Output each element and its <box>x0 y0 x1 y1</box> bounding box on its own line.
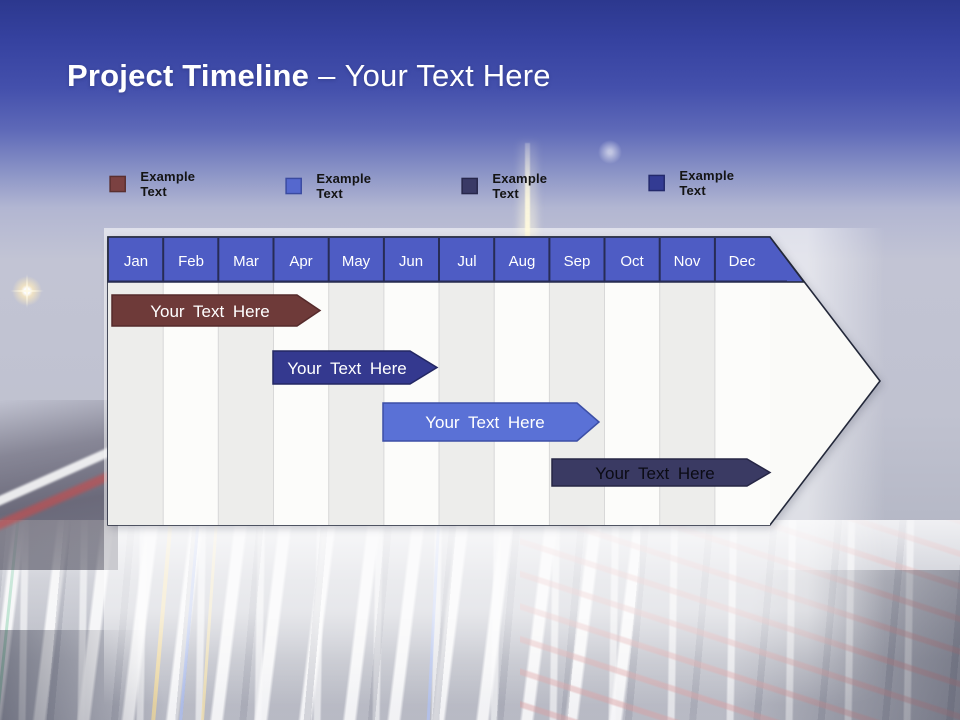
month-label-nov: Nov <box>674 253 701 270</box>
legend-label: Example Text <box>492 171 548 201</box>
green-light-streak <box>0 520 21 720</box>
dark-corner-vignette <box>630 570 960 720</box>
white-haze-overlay <box>0 520 960 720</box>
month-label-apr: Apr <box>289 253 312 270</box>
month-label-feb: Feb <box>178 253 204 270</box>
month-label-jan: Jan <box>124 253 148 270</box>
dark-corner-vignette <box>0 630 260 720</box>
overpass-structure <box>0 400 134 570</box>
month-label-mar: Mar <box>233 253 259 270</box>
month-label-aug: Aug <box>509 253 536 270</box>
red-tail-light-streaks <box>520 520 960 720</box>
title-subtitle: Your Text Here <box>344 58 551 93</box>
month-label-jul: Jul <box>457 253 476 270</box>
task-bar-4-label[interactable]: Your Text Here <box>595 464 715 483</box>
month-label-sep: Sep <box>564 253 591 270</box>
faint-light-glow <box>596 138 624 166</box>
task-bar-2-label[interactable]: Your Text Here <box>287 359 407 378</box>
legend-swatch-navy <box>461 177 478 195</box>
legend-label: Example Text <box>140 169 196 199</box>
yellow-light-streak <box>150 520 174 720</box>
slide-title[interactable]: Project Timeline–Your Text Here <box>67 58 551 94</box>
sky-gradient <box>0 0 960 260</box>
legend-swatch-indigo <box>648 174 665 192</box>
yellow-light-streak <box>200 520 219 720</box>
legend-swatch-maroon <box>109 175 126 193</box>
legend-label: Example Text <box>316 171 372 201</box>
dark-lane-lines <box>0 520 960 720</box>
month-label-jun: Jun <box>399 253 423 270</box>
title-main: Project Timeline <box>67 58 310 93</box>
timeline-arrow-svg: Jan Feb Mar Apr May Jun Jul Aug Sep Oct … <box>107 236 882 526</box>
month-label-may: May <box>342 253 371 270</box>
legend-item-4[interactable]: Example Text <box>648 168 741 198</box>
white-light-streaks <box>0 520 640 720</box>
legend-swatch-cornflower <box>285 177 302 195</box>
month-label-oct: Oct <box>620 253 644 270</box>
task-bar-1-label[interactable]: Your Text Here <box>150 302 270 321</box>
highway-light-trails <box>0 520 960 720</box>
blue-light-streak <box>426 520 441 720</box>
white-light-streaks <box>0 520 960 720</box>
timeline-chart[interactable]: Jan Feb Mar Apr May Jun Jul Aug Sep Oct … <box>107 236 883 533</box>
legend-item-1[interactable]: Example Text <box>109 169 202 199</box>
legend-item-2[interactable]: Example Text <box>285 171 378 201</box>
blue-light-streak <box>178 520 201 720</box>
task-bar-3-label[interactable]: Your Text Here <box>425 413 545 432</box>
title-separator: – <box>318 58 336 93</box>
legend-item-3[interactable]: Example Text <box>461 171 554 201</box>
month-label-dec: Dec <box>729 253 756 270</box>
legend-label: Example Text <box>679 168 735 198</box>
streetlamp-glow-icon <box>10 274 44 308</box>
